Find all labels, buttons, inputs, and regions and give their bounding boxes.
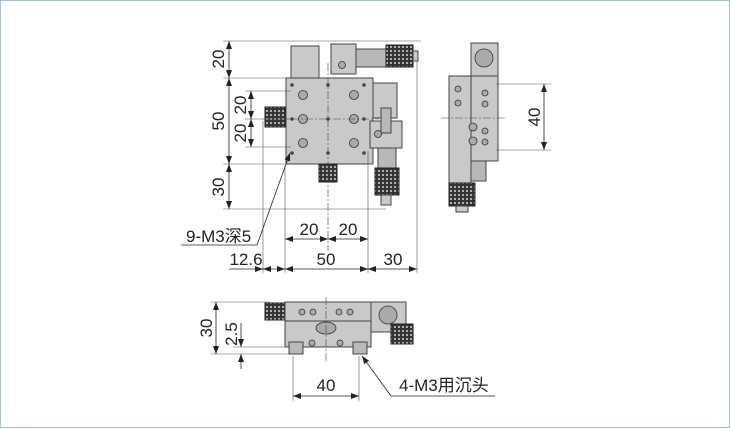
callout-4-m3: 4-M3用沉头 bbox=[399, 376, 489, 395]
dim-micrometer-30: 30 bbox=[384, 250, 403, 269]
lock-knob-left bbox=[264, 106, 286, 128]
side-view: 40 bbox=[441, 42, 551, 213]
dim-inner-20-b: 20 bbox=[231, 124, 250, 143]
callout-9-m3: 9-M3深5 bbox=[186, 227, 251, 246]
micrometer-knurl-y bbox=[374, 167, 400, 196]
micrometer-knurl-x bbox=[385, 44, 414, 68]
dim-width-50: 50 bbox=[317, 250, 336, 269]
dim-top-50: 50 bbox=[209, 112, 228, 131]
dim-pitch-20-a: 20 bbox=[300, 220, 319, 239]
front-micrometer-knurl bbox=[390, 323, 414, 345]
dim-front-30: 30 bbox=[197, 319, 216, 338]
micrometer-sleeve bbox=[355, 48, 387, 68]
dim-inner-20-a: 20 bbox=[231, 96, 250, 115]
mounting-holes bbox=[290, 61, 382, 155]
dim-top-30: 30 bbox=[209, 178, 228, 197]
top-view: 20 50 30 20 20 20 20 12.6 50 30 9-M3深5 bbox=[181, 40, 421, 273]
dim-pitch-20-b: 20 bbox=[339, 220, 358, 239]
dim-base-2-5: 2.5 bbox=[222, 322, 241, 346]
micrometer-clamp bbox=[330, 43, 357, 75]
dim-side-40: 40 bbox=[525, 108, 544, 127]
front-view: 30 2.5 40 4-M3用沉头 bbox=[197, 297, 495, 401]
front-knob bbox=[264, 302, 286, 321]
dim-offset-12-6: 12.6 bbox=[229, 250, 262, 269]
side-knurl bbox=[448, 182, 476, 207]
top-block bbox=[290, 45, 320, 79]
dim-front-40: 40 bbox=[317, 376, 336, 395]
dim-top-20: 20 bbox=[209, 50, 228, 69]
